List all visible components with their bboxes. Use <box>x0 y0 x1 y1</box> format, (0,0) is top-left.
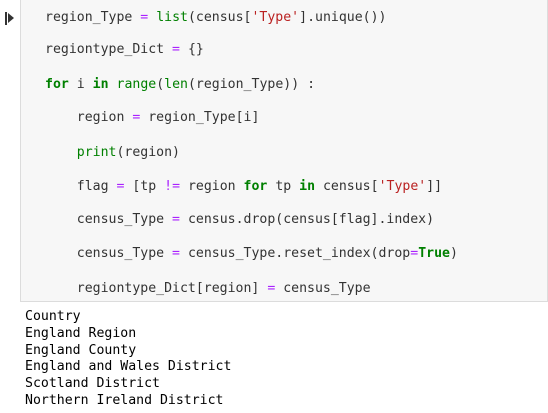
code-token: = <box>140 10 149 25</box>
code-token <box>148 10 156 25</box>
code-token: census_Type <box>275 281 371 296</box>
code-line: flag = [tp != region for tp in census['T… <box>45 179 442 195</box>
code-line: for i in range(len(region_Type)) : <box>45 77 315 93</box>
code-token: len <box>164 77 188 92</box>
code-token: ].unique()) <box>299 10 387 25</box>
code-line: region_Type = list(census['Type'].unique… <box>45 10 386 26</box>
code-token <box>109 77 117 92</box>
code-line: region = region_Type[i] <box>45 110 260 126</box>
code-cell[interactable]: region_Type = list(census['Type'].unique… <box>20 0 548 302</box>
output-line: Northern Ireland District <box>25 393 224 408</box>
code-token: i <box>68 77 93 92</box>
code-token: 'Type' <box>251 10 300 25</box>
code-token: region_Type <box>45 10 141 25</box>
code-token: list <box>156 10 188 25</box>
code-line: print(region) <box>45 145 180 161</box>
code-token: = <box>132 110 141 125</box>
code-token: region_Type[i] <box>140 110 260 125</box>
code-token: flag <box>45 179 117 194</box>
code-token: ) <box>449 246 458 261</box>
code-token: census[ <box>315 179 379 194</box>
code-token: print <box>76 145 117 160</box>
code-token: = <box>267 281 276 296</box>
code-token: = <box>172 42 180 57</box>
output-line: England County <box>25 342 137 358</box>
code-token: != <box>164 179 181 194</box>
output-line: England and Wales District <box>25 359 232 375</box>
code-token: 'Type' <box>378 179 427 194</box>
cell-run-indicator-icon[interactable] <box>5 12 14 25</box>
code-line: regiontype_Dict = {} <box>45 42 204 58</box>
code-line: regiontype_Dict[region] = census_Type <box>45 281 371 297</box>
output-line: Scotland District <box>25 376 160 392</box>
code-token <box>45 145 77 160</box>
code-token: = <box>410 246 419 261</box>
code-token: range <box>116 77 157 92</box>
run-indicator-triangle <box>8 13 14 23</box>
code-line: census_Type = census_Type.reset_index(dr… <box>45 246 458 262</box>
code-token: ]] <box>426 179 443 194</box>
output-line: Country <box>25 309 81 324</box>
code-token: True <box>418 246 450 261</box>
code-token: (region) <box>116 145 180 160</box>
code-token: region <box>180 179 244 194</box>
code-token: census_Type <box>45 212 173 227</box>
code-token: tp <box>267 179 300 194</box>
output-line: England Region <box>25 325 137 341</box>
code-token: regiontype_Dict <box>45 42 173 57</box>
code-token: (region_Type)) : <box>187 77 316 92</box>
code-token: = <box>116 179 125 194</box>
code-token: = <box>172 212 180 227</box>
code-token: ( <box>156 77 165 92</box>
code-token: census_Type.reset_index(drop <box>180 246 411 261</box>
code-token: census.drop(census[flag].index) <box>180 212 435 227</box>
code-token: in <box>299 179 316 194</box>
code-token: census_Type <box>45 246 173 261</box>
run-indicator-bar <box>5 12 7 25</box>
code-line: census_Type = census.drop(census[flag].i… <box>45 212 434 228</box>
code-token: for <box>243 179 268 194</box>
code-token: {} <box>180 42 204 57</box>
code-token: [tp <box>124 179 165 194</box>
code-token: (census[ <box>187 10 252 25</box>
code-token: in <box>92 77 109 92</box>
code-token: region <box>45 110 133 125</box>
code-token: for <box>45 77 69 92</box>
code-token: regiontype_Dict[region] <box>45 281 268 296</box>
code-token: = <box>172 246 180 261</box>
